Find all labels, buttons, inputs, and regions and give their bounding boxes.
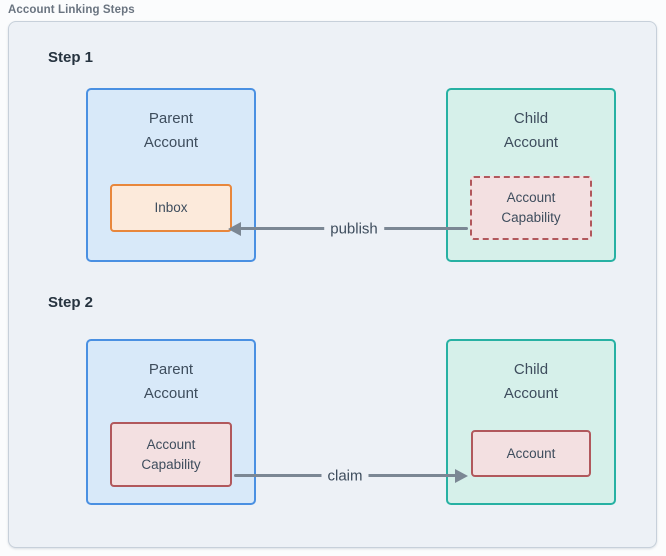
- account-capability-node-dashed: Account Capability: [470, 176, 592, 240]
- account-capability-label: Account Capability: [501, 190, 561, 225]
- parent-account-title: Parent Account: [143, 110, 199, 151]
- claim-arrow-label: claim: [321, 466, 369, 485]
- child-account-box-step-2: Child Account Account: [446, 339, 616, 505]
- parent-account-box-step-2: Parent Account Account Capability: [86, 339, 256, 505]
- diagram-canvas: Step 1 Parent Account Inbox Child Accoun…: [8, 21, 657, 548]
- child-account-title: Child Account: [503, 361, 559, 402]
- publish-arrow-label: publish: [324, 219, 384, 238]
- arrow-head-left-icon: [228, 221, 241, 236]
- arrow-head-right-icon: [455, 468, 468, 483]
- child-account-title: Child Account: [503, 110, 559, 151]
- inbox-label: Inbox: [154, 200, 188, 216]
- claim-arrow: claim: [234, 466, 468, 485]
- step-2-heading: Step 2: [48, 294, 94, 311]
- account-node: Account: [471, 430, 591, 477]
- publish-arrow: publish: [228, 219, 468, 238]
- account-capability-label: Account Capability: [141, 436, 201, 472]
- account-label: Account: [506, 445, 556, 461]
- parent-account-box-step-1: Parent Account Inbox: [86, 88, 256, 262]
- parent-account-title: Parent Account: [143, 361, 199, 402]
- step-1-heading: Step 1: [48, 49, 94, 66]
- account-capability-node: Account Capability: [110, 422, 232, 487]
- child-account-box-step-1: Child Account Account Capability: [446, 88, 616, 262]
- inbox-node: Inbox: [110, 184, 232, 232]
- diagram-title: Account Linking Steps: [8, 4, 135, 16]
